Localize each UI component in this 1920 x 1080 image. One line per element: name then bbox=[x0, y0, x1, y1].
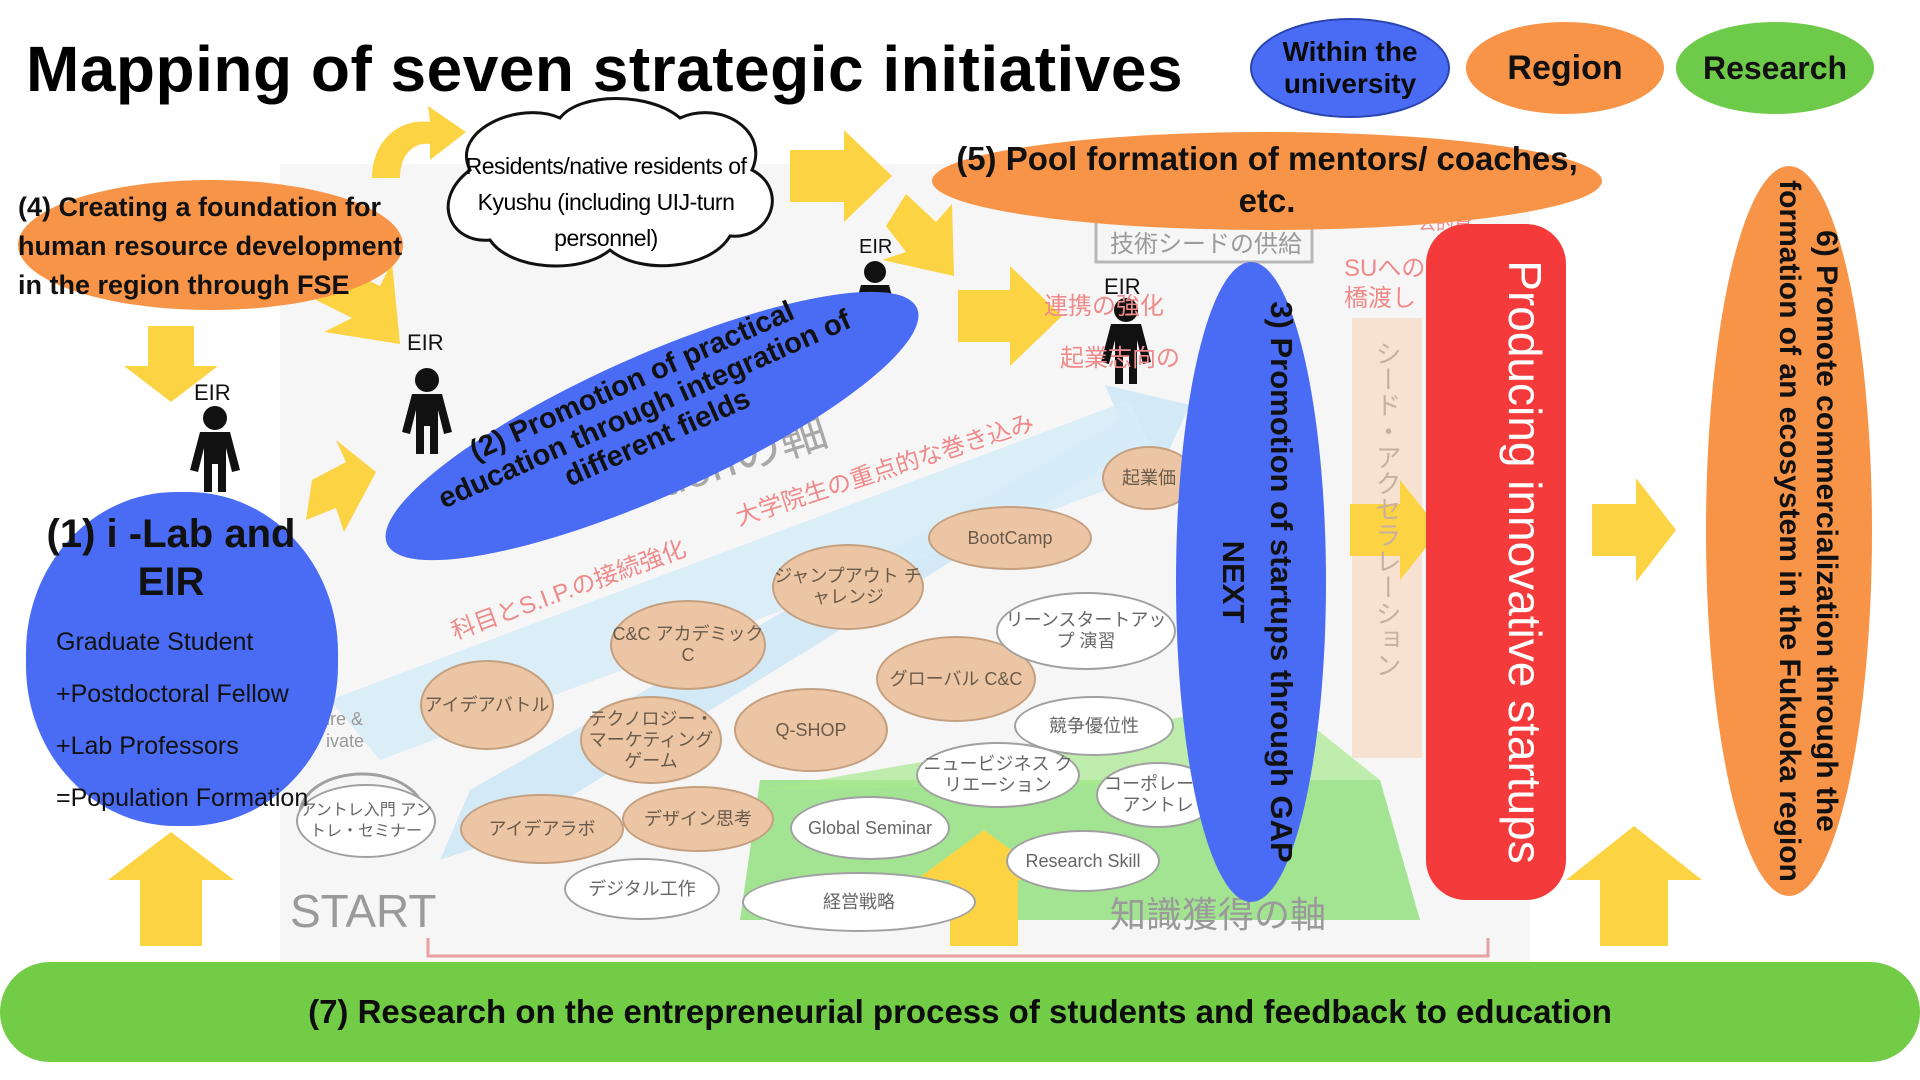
pill-management-strategy: 経営戦略 bbox=[742, 872, 976, 932]
pill-cc-academic: C&C アカデミックC bbox=[610, 600, 766, 690]
action-axis-band-upper bbox=[330, 400, 1160, 760]
node-ilab-line: +Lab Professors bbox=[56, 732, 239, 760]
pill-design-thinking: デザイン思考 bbox=[622, 786, 774, 852]
eir-label-2: EIR bbox=[407, 330, 444, 355]
pill-entrepreneur-intro: アントレ入門 アントレ・セミナー bbox=[296, 784, 436, 858]
node-ilab-line: =Population Formation bbox=[56, 784, 309, 812]
node-mentors: (5) Pool formation of mentors/ coaches, … bbox=[932, 132, 1602, 230]
pill-research-skill: Research Skill bbox=[1006, 830, 1160, 892]
arrow-down-left bbox=[124, 326, 218, 402]
residents-cloud bbox=[446, 97, 774, 268]
pill-global-seminar: Global Seminar bbox=[790, 796, 950, 860]
arrow-up-bottom-left bbox=[108, 832, 234, 946]
node-ilab-body: Graduate Student +Postdoctoral Fellow +L… bbox=[56, 616, 376, 824]
node-producing-startups: Producing innovative startups bbox=[1426, 224, 1566, 900]
pill-tech-marketing: テクノロジー・マーケティング ゲーム bbox=[580, 696, 722, 784]
node-ilab-line: Graduate Student bbox=[56, 628, 254, 656]
bottom-bracket bbox=[426, 938, 1490, 958]
node-commercialization-label: 6) Promote commercialization through the… bbox=[1773, 180, 1843, 882]
node-research-bar-label: (7) Research on the entrepreneurial proc… bbox=[308, 993, 1612, 1030]
node-research-bar: (7) Research on the entrepreneurial proc… bbox=[0, 962, 1920, 1062]
node-producing-startups-label: Producing innovative startups bbox=[1499, 260, 1551, 864]
arrow-right-mid bbox=[958, 266, 1062, 366]
legend-research: Research bbox=[1676, 22, 1874, 114]
pill-digital-craft: デジタル工作 bbox=[564, 858, 720, 920]
eir-person-icon-2 bbox=[402, 368, 452, 454]
partial-label: ire & ivate bbox=[326, 709, 365, 751]
eir-person-icon-4 bbox=[1101, 298, 1151, 384]
eir-person-icon-1 bbox=[190, 406, 240, 492]
legend-region: Region bbox=[1466, 22, 1664, 114]
pill-jump-out: ジャンプアウト チャレンジ bbox=[772, 544, 924, 630]
arrow-diag-down-right-2 bbox=[882, 194, 954, 276]
pill-idea-battle: アイデアバトル bbox=[420, 660, 554, 750]
node-residents-label: Residents/native residents of Kyushu (in… bbox=[465, 153, 747, 251]
pill-idea-lab: アイデアラボ bbox=[460, 794, 624, 864]
node-foundation-label: (4) Creating a foundation for human reso… bbox=[18, 192, 403, 300]
node-foundation: (4) Creating a foundation for human reso… bbox=[18, 180, 403, 310]
pill-global-cc: グローバル C&C bbox=[876, 636, 1036, 722]
eir-label-4: EIR bbox=[1104, 274, 1141, 299]
pill-new-business: ニュービジネス クリエーション bbox=[916, 742, 1080, 808]
tech-seed-label: 技術シードの供給 bbox=[1110, 231, 1302, 258]
node-ilab-eir: (1) i -Lab and EIR Graduate Student +Pos… bbox=[26, 492, 338, 826]
pink-label-6: 橋渡し bbox=[1344, 285, 1416, 312]
page-title: Mapping of seven strategic initiatives bbox=[26, 33, 1184, 105]
pink-label-4: 起業志向の bbox=[1060, 345, 1180, 372]
knowledge-axis-label: 知識獲得の軸 bbox=[1110, 894, 1327, 935]
arrow-right-top bbox=[790, 130, 892, 222]
node-mentors-label: (5) Pool formation of mentors/ coaches, … bbox=[956, 140, 1578, 219]
start-label: START bbox=[290, 885, 437, 937]
pink-label-5: SUへの bbox=[1344, 255, 1426, 282]
node-gap-next-label: 3) Promotion of startups through GAP NEX… bbox=[1216, 301, 1299, 863]
node-commercialization: 6) Promote commercialization through the… bbox=[1706, 166, 1872, 896]
seed-acceleration-label: シード・アクセラレーション bbox=[1372, 340, 1402, 678]
node-gap-next: 3) Promotion of startups through GAP NEX… bbox=[1176, 262, 1326, 902]
pill-bootcamp: BootCamp bbox=[928, 506, 1092, 570]
arrow-diag-up-right bbox=[306, 440, 376, 532]
arrow-up-right bbox=[1566, 826, 1702, 946]
eir-label-3: EIR bbox=[859, 236, 893, 258]
pill-q-shop: Q-SHOP bbox=[734, 688, 888, 772]
pill-lean-startup: リーンスタートアップ 演習 bbox=[996, 592, 1176, 670]
pink-label-3: 連携の強化 bbox=[1044, 293, 1164, 320]
node-ilab-line: +Postdoctoral Fellow bbox=[56, 680, 289, 708]
eir-label-1: EIR bbox=[194, 380, 231, 405]
legend-within-university: Within the university bbox=[1250, 18, 1450, 118]
arrow-curved-top bbox=[372, 106, 466, 178]
arrow-right-to-commercialization bbox=[1592, 478, 1676, 582]
arrow-right-to-startups bbox=[1350, 480, 1440, 580]
node-ilab-title: (1) i -Lab and EIR bbox=[46, 512, 296, 604]
